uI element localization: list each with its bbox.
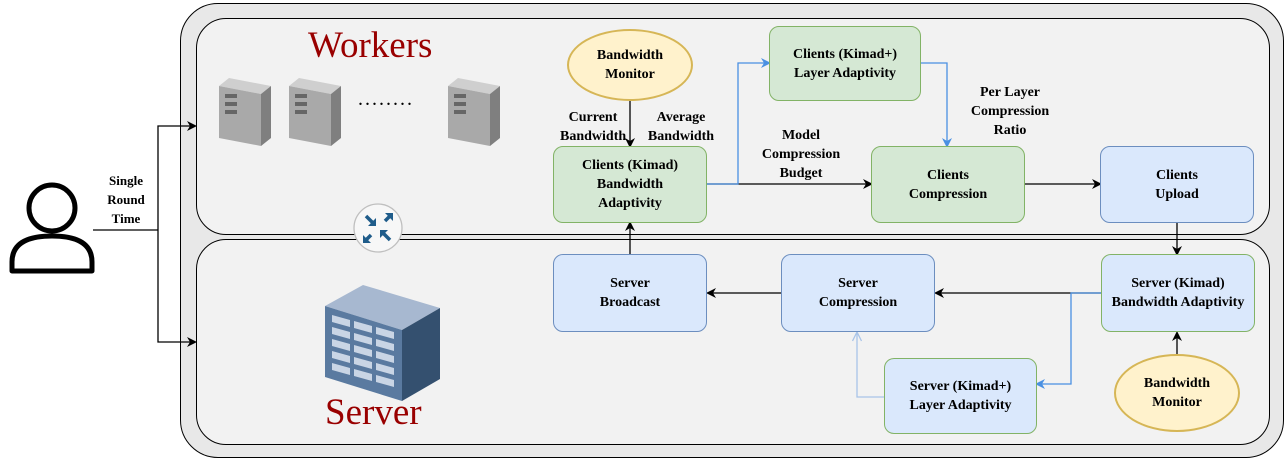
workers-title: Workers (308, 25, 433, 66)
server-tower-icon (219, 78, 500, 146)
clients-kimad-plus-layer-adaptivity: Clients (Kimad+) Layer Adaptivity (769, 26, 921, 101)
bandwidth-monitor-bottom: Bandwidth Monitor (1114, 354, 1240, 432)
clients-upload: Clients Upload (1100, 146, 1254, 223)
server-kimad-bandwidth-adaptivity: Server (Kimad) Bandwidth Adaptivity (1101, 254, 1255, 332)
server-broadcast: Server Broadcast (553, 254, 707, 332)
workers-panel (196, 18, 1270, 235)
server-compression: Server Compression (781, 254, 935, 332)
arrow-per-layer (921, 62, 952, 148)
model-compression-budget-label: Model Compression Budget (761, 128, 841, 181)
arrow-to-workers (157, 121, 197, 230)
average-bandwidth-label: Average Bandwidth (647, 110, 715, 144)
user-icon (9, 182, 95, 274)
per-layer-compression-ratio-label: Per Layer Compression Ratio (970, 85, 1050, 138)
server-title: Server (325, 392, 422, 433)
router-icon (353, 203, 403, 253)
ellipsis: ........ (358, 88, 414, 110)
bandwidth-monitor-top: Bandwidth Monitor (567, 29, 693, 101)
arrow-to-server (157, 230, 197, 347)
single-round-time-label: Single Round Time (107, 173, 145, 226)
arrow-to-clients-layer (707, 58, 771, 185)
server-rack-icon (325, 285, 440, 401)
arrow-to-server-layer (1035, 292, 1101, 389)
clients-kimad-bandwidth-adaptivity: Clients (Kimad) Bandwidth Adaptivity (553, 146, 707, 223)
current-bandwidth-label: Current Bandwidth (560, 110, 627, 144)
clients-compression: Clients Compression (871, 146, 1025, 223)
arrow-layer-to-server-compression (857, 333, 884, 398)
server-kimad-plus-layer-adaptivity: Server (Kimad+) Layer Adaptivity (884, 358, 1037, 434)
